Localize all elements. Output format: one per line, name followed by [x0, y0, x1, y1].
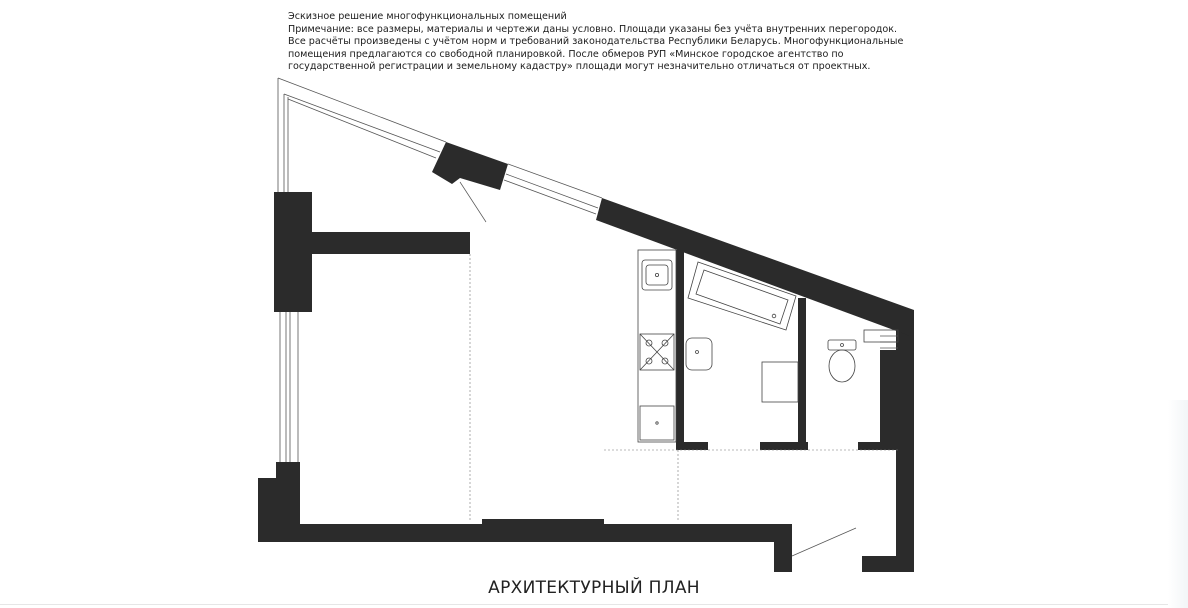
plan-notes: Эскизное решение многофункциональных пом… [288, 11, 928, 74]
wall-segment [774, 524, 792, 572]
door-swing-icon [791, 527, 857, 557]
shelf-icon [863, 329, 899, 343]
wall-segment [760, 442, 808, 450]
bathroom-fixtures [685, 261, 899, 403]
toilet-icon [827, 339, 857, 383]
wall-segment [676, 442, 708, 450]
kitchen-counter [637, 249, 677, 443]
wall-segment [880, 350, 898, 450]
wall-segment [596, 198, 914, 336]
wall-segment [896, 310, 914, 572]
wall-segment [676, 250, 684, 450]
fridge-icon [639, 405, 675, 441]
door-swing-icon [459, 181, 487, 223]
plan-title: АРХИТЕКТУРНЫЙ ПЛАН [488, 578, 700, 598]
wall-segment [432, 142, 508, 190]
wall-segment [482, 519, 604, 525]
bathtub-icon [687, 261, 797, 331]
notes-line: Примечание: все размеры, материалы и чер… [288, 23, 898, 35]
washbasin-icon [685, 337, 713, 371]
kitchen-fixtures [637, 249, 677, 443]
door-swings [459, 181, 857, 557]
notes-line: помещения предлагаются со свободной план… [288, 48, 844, 60]
wall-segment [858, 442, 898, 450]
notes-heading: Эскизное решение многофункциональных пом… [288, 11, 567, 22]
notes-line: государственной регистрации и земельному… [288, 61, 871, 73]
sink-icon [641, 259, 673, 291]
zone-lines [469, 254, 898, 520]
walls [258, 142, 914, 572]
washing-machine-icon [761, 361, 799, 403]
windows [277, 77, 898, 462]
wall-segment [274, 232, 470, 254]
stove-icon [639, 333, 675, 371]
wall-segment [258, 524, 792, 542]
notes-line: Все расчёты произведены с учётом норм и … [288, 36, 904, 48]
edge-shade [1168, 400, 1188, 608]
wall-segment [798, 298, 806, 450]
divider [0, 604, 1188, 605]
